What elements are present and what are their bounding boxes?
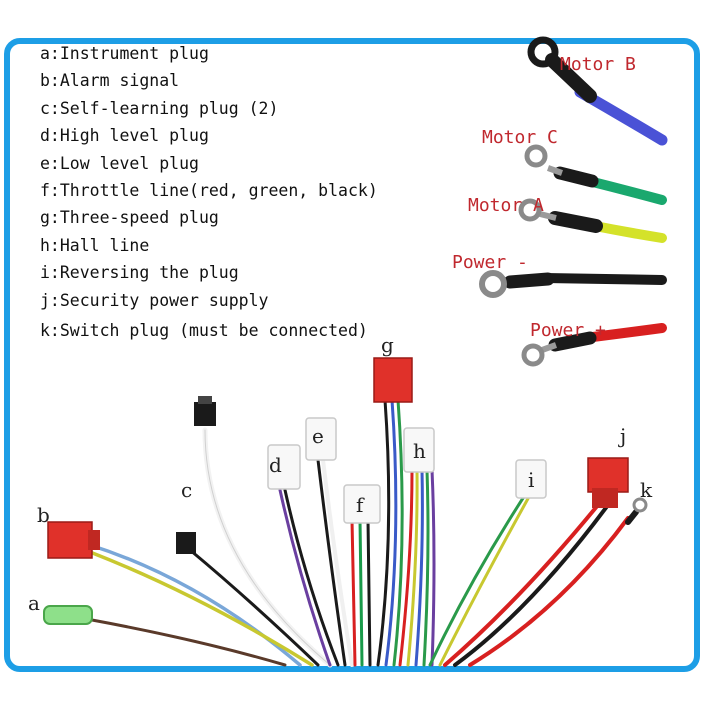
legend-item-f: f:Throttle line(red, green, black) (40, 180, 378, 200)
legend-item-k: k:Switch plug (must be connected) (40, 320, 368, 340)
plug-e-low-level (305, 417, 337, 461)
plug-h-hall (403, 427, 435, 473)
legend-item-h: h:Hall line (40, 235, 150, 255)
plug-label-d: d (269, 453, 282, 477)
plug-g-three-speed (373, 357, 413, 403)
plug-a-instrument (43, 605, 93, 625)
plug-label-b: b (37, 503, 50, 527)
legend-list: a:Instrument plug b:Alarm signal c:Self-… (40, 40, 378, 344)
plug-k-switch (625, 497, 648, 525)
plug-b-alarm (47, 521, 100, 559)
plug-j-security-power (587, 457, 629, 508)
legend-item-a: a:Instrument plug (40, 44, 209, 63)
plug-label-j: j (618, 424, 626, 448)
power-minus-lead (479, 270, 667, 298)
motor-a-label: Motor A (468, 195, 544, 216)
plug-label-c: c (181, 478, 192, 502)
legend-item-i: i:Reversing the plug (40, 263, 239, 283)
legend-item-e: e:Low level plug (40, 153, 199, 173)
plug-label-h: h (413, 439, 426, 463)
power-plus-label: Power + (530, 320, 606, 341)
plug-c-self-learning (176, 396, 216, 554)
legend-item-b: b:Alarm signal (40, 71, 180, 91)
plug-f-throttle (343, 484, 381, 524)
motor-c-label: Motor C (482, 127, 558, 148)
motor-b-lead (527, 36, 668, 146)
plug-label-e: e (312, 424, 324, 448)
legend-item-d: d:High level plug (40, 126, 209, 146)
legend-item-j: j:Security power supply (40, 290, 269, 310)
power-plus-lead (521, 323, 667, 367)
plug-i-reversing (515, 459, 547, 499)
plug-d-high-level (267, 444, 301, 490)
motor-a-lead (518, 198, 667, 243)
motor-b-label: Motor B (560, 54, 636, 75)
plug-label-g: g (381, 333, 394, 357)
motor-c-lead (524, 144, 667, 205)
plug-label-k: k (640, 478, 653, 502)
power-minus-label: Power - (452, 252, 528, 273)
plug-label-i: i (528, 468, 534, 492)
legend-item-g: g:Three-speed plug (40, 208, 219, 228)
plug-label-f: f (356, 493, 365, 517)
legend-item-c: c:Self-learning plug (2) (40, 98, 279, 118)
harness-wires (88, 398, 630, 668)
plug-label-a: a (28, 591, 40, 615)
